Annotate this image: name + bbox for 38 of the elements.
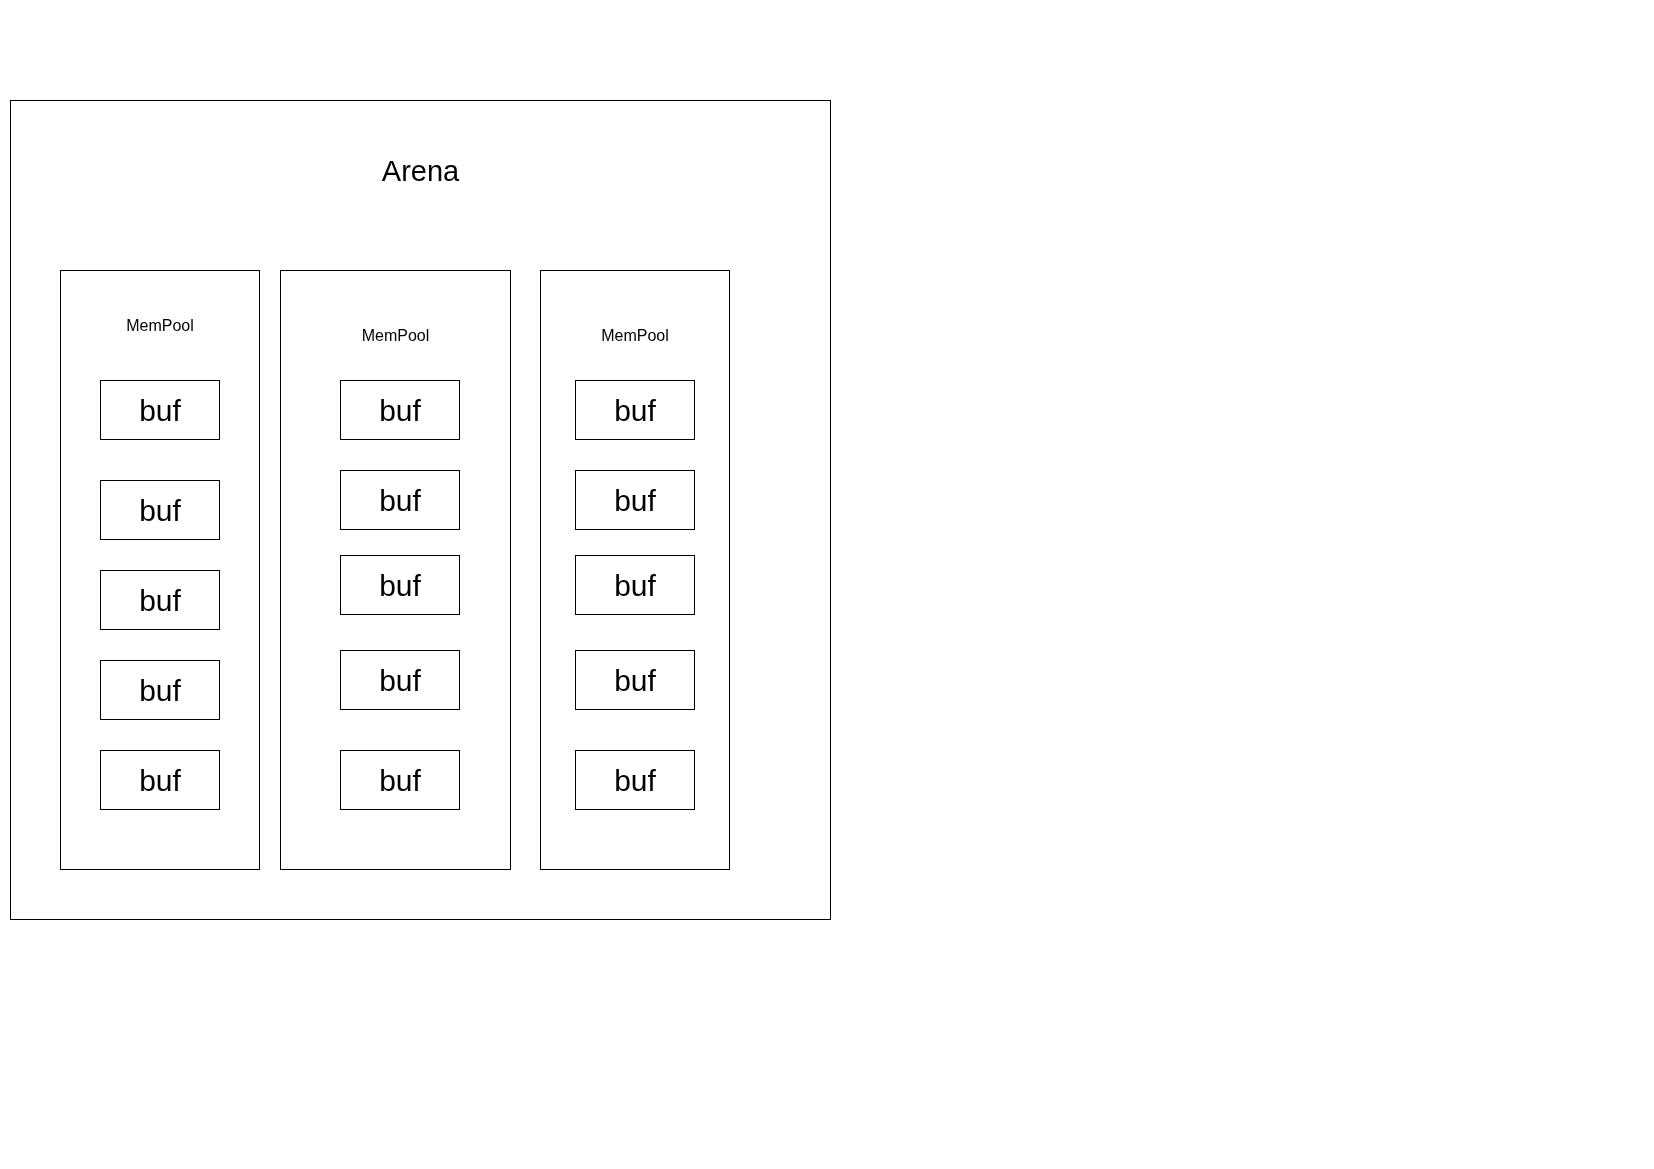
buffer-box (100, 480, 220, 540)
mempool-title: MemPool (126, 316, 194, 336)
buffer-label: buf (379, 568, 421, 604)
buffer-box (100, 660, 220, 720)
buffer-label: buf (139, 393, 181, 429)
buffer-box (575, 470, 695, 530)
mempool-box (60, 270, 260, 870)
buffer-box (340, 750, 460, 810)
buffer-box (575, 555, 695, 615)
buffer-box (100, 750, 220, 810)
buffer-box (100, 570, 220, 630)
buffer-label: buf (139, 763, 181, 799)
buffer-label: buf (139, 583, 181, 619)
buffer-label: buf (614, 483, 656, 519)
buffer-box (575, 380, 695, 440)
mempool-title: MemPool (361, 326, 430, 346)
buffer-box (340, 555, 460, 615)
buffer-label: buf (139, 493, 181, 529)
mempool-box (280, 270, 511, 870)
buffer-box (340, 470, 460, 530)
buffer-box (340, 380, 460, 440)
arena-title: Arena (381, 153, 460, 189)
buffer-label: buf (379, 663, 421, 699)
buffer-label: buf (379, 393, 421, 429)
buffer-label: buf (614, 393, 656, 429)
buffer-box (575, 650, 695, 710)
buffer-box (340, 650, 460, 710)
buffer-label: buf (614, 663, 656, 699)
buffer-label: buf (379, 763, 421, 799)
buffer-label: buf (614, 763, 656, 799)
mempool-title: MemPool (601, 326, 669, 346)
buffer-box (100, 380, 220, 440)
buffer-label: buf (379, 483, 421, 519)
mempool-box (540, 270, 730, 870)
buffer-label: buf (614, 568, 656, 604)
buffer-label: buf (139, 673, 181, 709)
buffer-box (575, 750, 695, 810)
arena-box (10, 100, 831, 920)
